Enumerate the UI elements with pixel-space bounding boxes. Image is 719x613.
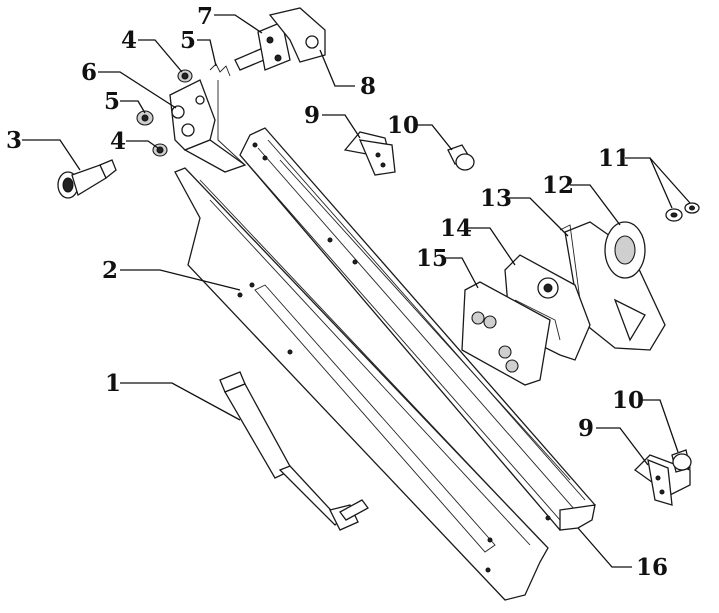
callout-4-left: 4 (110, 128, 126, 155)
callout-9-top: 9 (304, 102, 320, 129)
spring-5-top (209, 63, 246, 166)
callout-11: 11 (598, 145, 630, 172)
hinge-bracket (234, 7, 326, 71)
roller-12 (604, 221, 646, 279)
rail-assembly (169, 79, 596, 601)
callout-10-bottom: 10 (612, 387, 644, 414)
leader-lines (22, 14, 691, 568)
callout-7: 7 (197, 3, 213, 30)
callout-4-top: 4 (121, 27, 137, 54)
callout-15: 15 (416, 245, 448, 272)
callout-9-bottom: 9 (578, 415, 594, 442)
bearing-block-15 (461, 281, 551, 386)
callout-1: 1 (105, 370, 121, 397)
callout-labels: 1 2 3 4 5 6 4 5 7 8 9 10 11 12 13 14 15 … (6, 3, 668, 581)
callout-5-top: 5 (180, 27, 196, 54)
gas-spring (219, 371, 369, 531)
callout-10-top: 10 (387, 112, 419, 139)
callout-13: 13 (480, 185, 512, 212)
callout-2: 2 (102, 257, 118, 284)
callout-3: 3 (6, 127, 22, 154)
pin-10-top (447, 144, 475, 171)
nut-4-top (177, 69, 193, 83)
nut-5-left (136, 110, 154, 126)
side-plate-13 (559, 221, 666, 351)
callout-5-left: 5 (104, 88, 120, 115)
callout-12: 12 (542, 172, 574, 199)
washers-11 (665, 202, 700, 222)
shaft-bolt (57, 159, 117, 199)
pin-10-bottom (671, 449, 692, 473)
callout-16: 16 (636, 554, 668, 581)
callout-6: 6 (81, 59, 97, 86)
callout-14: 14 (440, 215, 472, 242)
callout-8: 8 (360, 73, 376, 100)
